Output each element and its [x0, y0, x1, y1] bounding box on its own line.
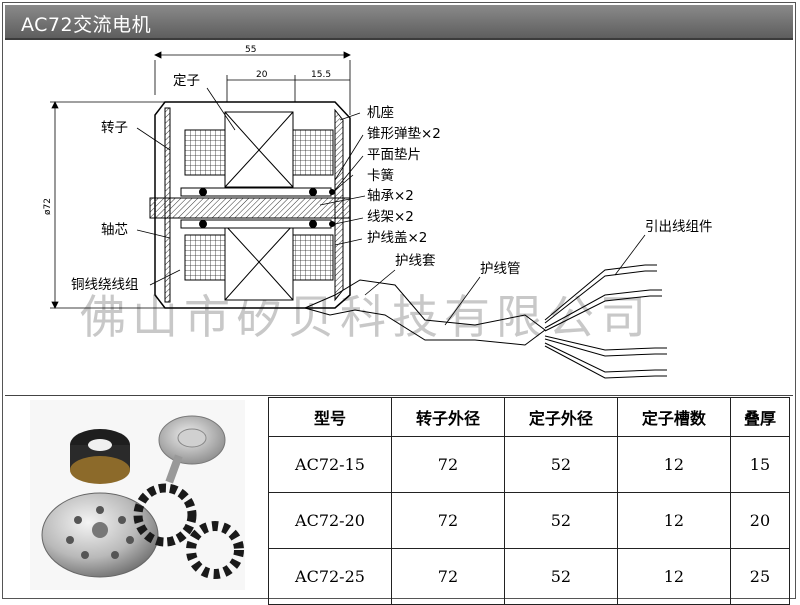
- cell-stator-od: 52: [503, 492, 618, 549]
- label-frame: 机座: [367, 105, 394, 121]
- dim-stator: 20: [256, 70, 268, 80]
- label-shaft: 轴芯: [101, 222, 128, 238]
- housing-part: [41, 492, 159, 578]
- dim-diameter: ø72: [43, 198, 53, 215]
- stator-part: [70, 429, 130, 484]
- cell-model: AC72-25: [268, 548, 392, 605]
- dim-offset: 15.5: [311, 70, 331, 80]
- label-stator: 定子: [173, 73, 200, 89]
- motor-body: [149, 101, 546, 346]
- table-row: AC72-25 72 52 12 25: [268, 548, 791, 605]
- cell-stack-thickness: 15: [729, 436, 791, 493]
- cell-stack-thickness: 25: [729, 548, 791, 605]
- label-wire-sleeve: 护线套: [395, 253, 436, 269]
- header-stator-od: 定子外径: [503, 397, 618, 437]
- header-slot-count: 定子槽数: [616, 397, 731, 437]
- label-rotor: 转子: [101, 120, 128, 136]
- label-lead-assembly: 引出线组件: [645, 219, 713, 235]
- cell-model: AC72-20: [268, 492, 392, 549]
- dim-overall: 55: [245, 45, 256, 55]
- title-bar: AC72交流电机: [5, 5, 793, 40]
- motor-parts-photo: [30, 400, 245, 590]
- label-wire-tube: 护线管: [480, 261, 521, 277]
- cell-slot-count: 12: [616, 492, 731, 549]
- section-divider: [5, 395, 793, 396]
- dimension-lines: [50, 51, 351, 309]
- label-bobbin: 线架×2: [367, 209, 414, 225]
- motor-cross-section-diagram: 佛山市矽贝科技有限公司 55 20 15.5 ø72: [43, 45, 713, 379]
- page-title: AC72交流电机: [21, 14, 152, 36]
- table-row: AC72-15 72 52 12 15: [268, 436, 791, 493]
- table-header-row: 型号 转子外径 定子外径 定子槽数 叠厚: [268, 397, 791, 437]
- watermark: 佛山市矽贝科技有限公司: [80, 290, 652, 344]
- label-circlip: 卡簧: [367, 168, 394, 184]
- label-bearing: 轴承×2: [367, 188, 414, 204]
- cell-rotor-od: 72: [390, 492, 505, 549]
- cell-stator-od: 52: [503, 436, 618, 493]
- cell-slot-count: 12: [616, 436, 731, 493]
- spec-table: 型号 转子外径 定子外径 定子槽数 叠厚 AC72-15 72 52 12 15…: [268, 397, 791, 605]
- cell-model: AC72-15: [268, 436, 392, 493]
- leader-lines: [136, 87, 646, 326]
- header-model: 型号: [268, 397, 392, 437]
- cell-slot-count: 12: [616, 548, 731, 605]
- label-wire-cover: 护线盖×2: [367, 230, 427, 246]
- rotor-cap-part: [158, 415, 226, 484]
- header-rotor-od: 转子外径: [390, 397, 505, 437]
- cell-stator-od: 52: [503, 548, 618, 605]
- lead-wires: [544, 264, 667, 379]
- cell-rotor-od: 72: [390, 436, 505, 493]
- cell-stack-thickness: 20: [729, 492, 791, 549]
- label-copper-winding: 铜线绕线组: [71, 277, 139, 293]
- cell-rotor-od: 72: [390, 548, 505, 605]
- header-stack-thickness: 叠厚: [729, 397, 791, 437]
- spring-washer-parts: [133, 483, 244, 579]
- label-cone-spring: 锥形弹垫×2: [367, 126, 441, 142]
- label-flat-washer: 平面垫片: [367, 147, 421, 163]
- table-row: AC72-20 72 52 12 20: [268, 492, 791, 549]
